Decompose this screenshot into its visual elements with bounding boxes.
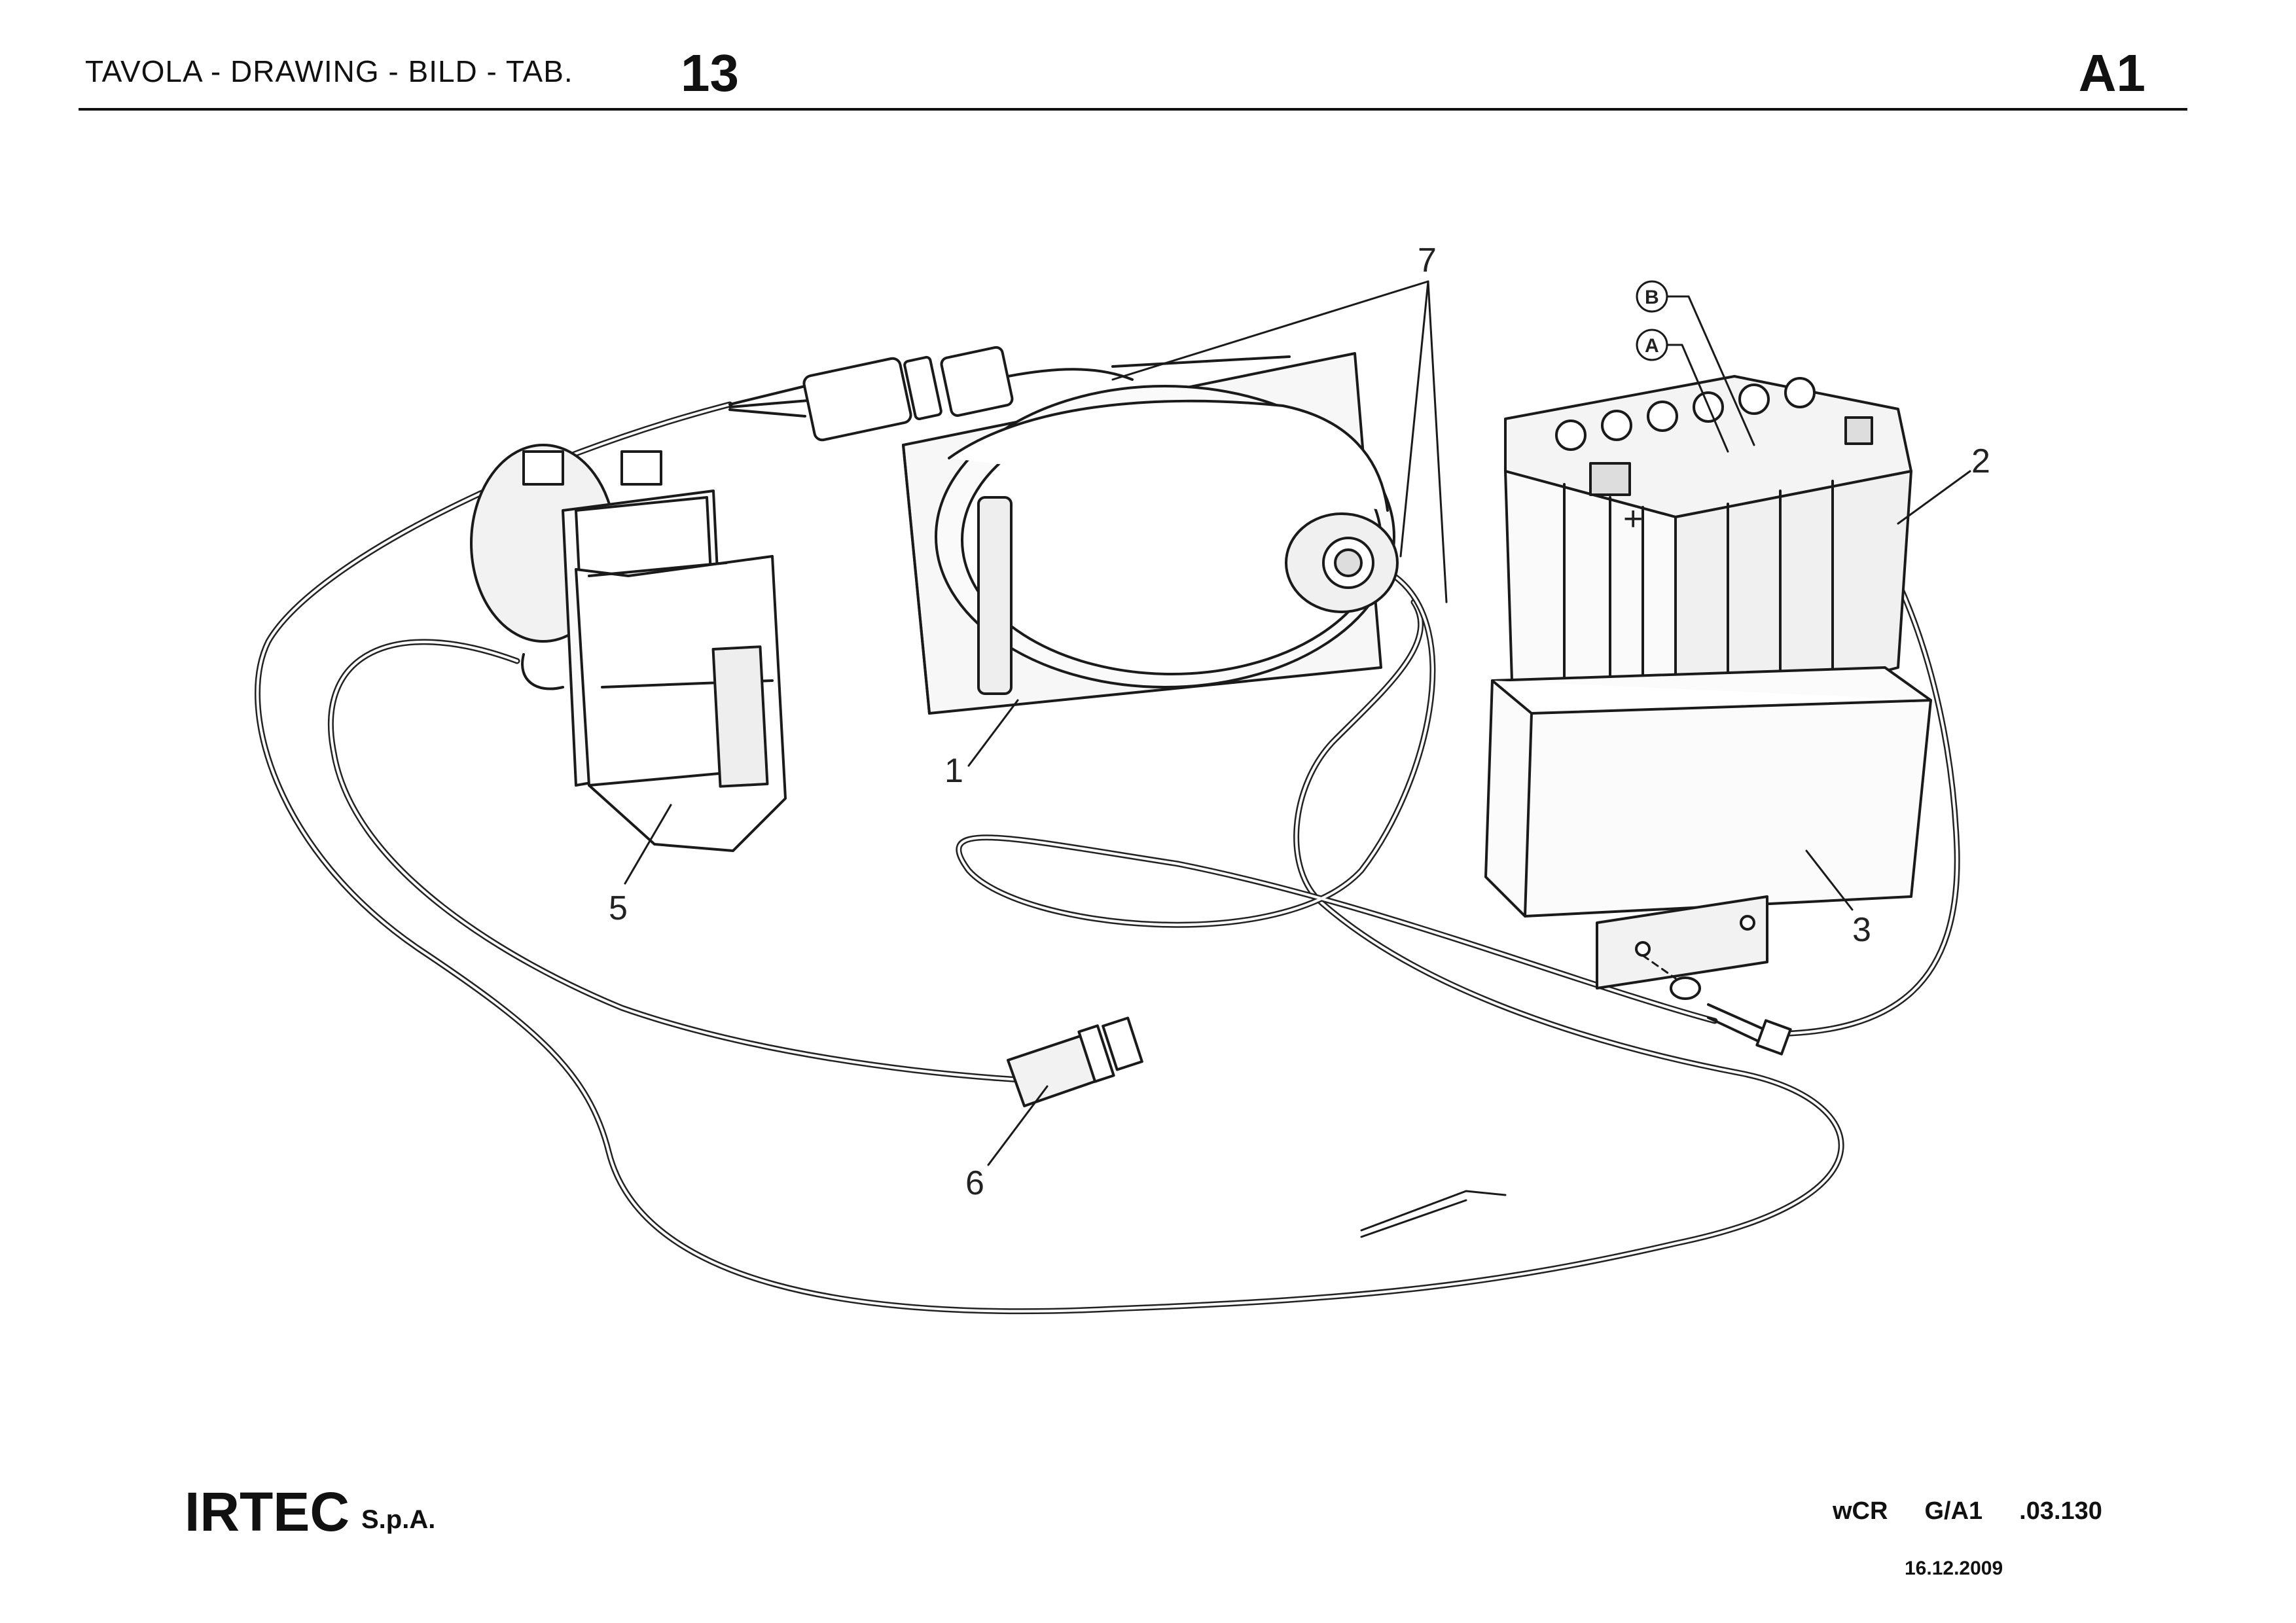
callout-5: 5 bbox=[609, 889, 628, 927]
battery-part-2 bbox=[1504, 375, 1912, 728]
company-logo: IRTEC bbox=[185, 1481, 350, 1543]
svg-text:A: A bbox=[1645, 335, 1659, 357]
svg-text:B: B bbox=[1645, 287, 1659, 308]
callout-1: 1 bbox=[944, 752, 963, 790]
sensor-part-6 bbox=[1007, 1016, 1143, 1107]
bubble-a: A bbox=[1636, 329, 1668, 361]
section-code: A1 bbox=[2078, 44, 2145, 102]
battery-box-part-3 bbox=[1484, 666, 1932, 990]
washer-and-bolt bbox=[1641, 954, 1792, 1056]
callout-7: 7 bbox=[1418, 241, 1437, 279]
bubble-b: B bbox=[1636, 280, 1668, 313]
cable-splice bbox=[1360, 1190, 1507, 1238]
control-unit-part-5 bbox=[470, 444, 787, 852]
plug-connectors bbox=[728, 346, 1134, 442]
header-rule bbox=[79, 108, 2187, 111]
company-suffix: S.p.A. bbox=[361, 1505, 436, 1534]
table-number: 13 bbox=[681, 44, 739, 102]
battery-plus-mark: + bbox=[1623, 500, 1643, 538]
code-group: G/A1 bbox=[1924, 1497, 1983, 1525]
heater-part-1 bbox=[902, 352, 1399, 715]
callout-6: 6 bbox=[965, 1164, 984, 1202]
document-codes: wCR G/A1 .03.130 bbox=[1833, 1497, 2102, 1525]
code-model: wCR bbox=[1833, 1497, 1888, 1525]
drawing-title: TAVOLA - DRAWING - BILD - TAB. bbox=[85, 54, 573, 88]
document-date: 16.12.2009 bbox=[1905, 1558, 2003, 1579]
callout-3: 3 bbox=[1852, 911, 1871, 949]
code-number: .03.130 bbox=[2019, 1497, 2102, 1525]
callout-2: 2 bbox=[1971, 442, 1990, 480]
leader-lines bbox=[624, 280, 1971, 1166]
